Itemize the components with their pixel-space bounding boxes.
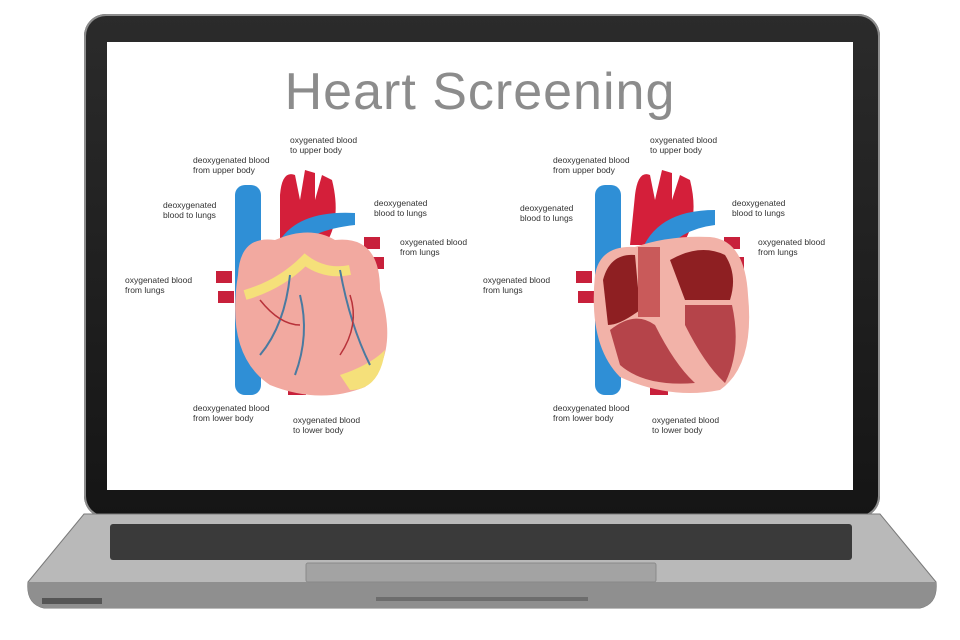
trackpad[interactable] xyxy=(305,562,657,583)
heart-cross-section-illustration xyxy=(576,170,750,395)
keyboard[interactable] xyxy=(110,524,852,560)
laptop-base xyxy=(27,513,937,609)
page-title: Heart Screening xyxy=(284,63,676,121)
heart-exterior-illustration xyxy=(216,170,388,396)
